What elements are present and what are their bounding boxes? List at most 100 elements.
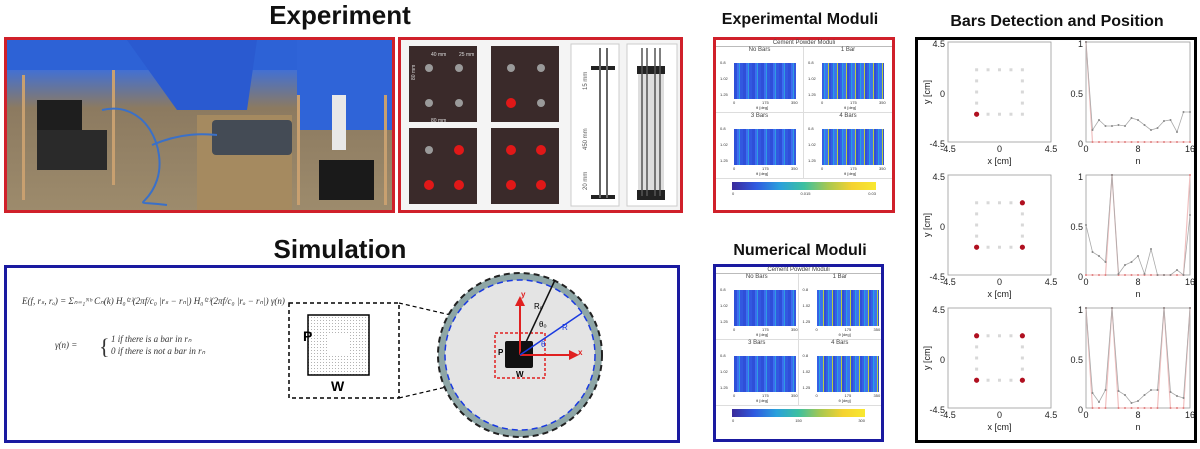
bar-hole (425, 146, 433, 154)
inset-w-label: W (331, 378, 345, 394)
moduli-header: Cement Powder Moduli (716, 40, 892, 47)
point-estimate (1163, 274, 1165, 276)
candidate-position (998, 378, 1001, 382)
dim-spacing: 40 mm (431, 52, 446, 58)
candidate-position (998, 334, 1001, 338)
point-estimate (1104, 125, 1107, 127)
point-estimate (1156, 389, 1159, 391)
point-estimate (1163, 307, 1165, 309)
numerical-moduli-title: Numerical Moduli (733, 242, 867, 259)
detected-bar (1019, 200, 1025, 206)
candidate-position (1020, 112, 1024, 116)
point-estimate (1104, 389, 1107, 391)
point-estimate (1124, 125, 1126, 127)
candidate-position (1020, 367, 1024, 371)
x-axis-label: x [cm] (988, 289, 1012, 299)
y-tick: 0.8 (720, 60, 726, 65)
y-tick: 1.02 (720, 303, 728, 308)
point-indicator (1176, 141, 1178, 143)
y-tick: 1 (1078, 305, 1083, 315)
point-indicator (1130, 407, 1133, 409)
x-tick: 0 (821, 100, 824, 105)
x-axis-label: θ [deg] (756, 398, 769, 403)
x-tick: 175 (850, 166, 857, 171)
inset-p-label: P (303, 328, 313, 344)
point-indicator (1176, 407, 1178, 409)
simulation-title: Simulation (273, 234, 407, 264)
x-axis-label: θ [deg] (844, 171, 857, 176)
dim-bottom: 20 mm (583, 172, 589, 190)
x-tick: 4.5 (1045, 410, 1058, 420)
x-tick: 175 (762, 100, 769, 105)
x-tick: 175 (844, 327, 852, 332)
candidate-position (998, 68, 1001, 72)
heatmap (734, 129, 796, 165)
point-indicator (1150, 407, 1152, 409)
point-indicator (1124, 141, 1126, 143)
y-tick: 1.02 (808, 142, 816, 147)
point-indicator (1137, 141, 1139, 143)
x-tick: -4.5 (940, 277, 956, 287)
inset-dashed-box (288, 302, 400, 399)
x-tick: 0 (733, 166, 736, 171)
point-indicator (1169, 407, 1172, 409)
cross-section (409, 46, 477, 122)
x-axis-label: θ [deg] (756, 105, 769, 110)
point-estimate (1156, 274, 1159, 276)
heatmap (822, 129, 884, 165)
y-tick: 1.02 (720, 369, 728, 374)
point-indicator (1169, 141, 1172, 143)
point-estimate (1137, 119, 1139, 121)
point-estimate (1091, 129, 1094, 131)
bar-present (454, 180, 464, 190)
candidate-position (986, 68, 990, 72)
brace: { (99, 334, 110, 359)
candidate-position (975, 79, 979, 83)
y-tick: 1.25 (802, 385, 811, 390)
bar-present (506, 98, 516, 108)
y-tick: 1.25 (720, 92, 728, 97)
colorbar (732, 182, 876, 190)
point-estimate (1163, 120, 1165, 122)
dim-height: 80 mm (411, 65, 417, 80)
x-axis-label: n (1135, 156, 1140, 166)
candidate-position (1020, 68, 1024, 72)
candidate-position (1009, 112, 1013, 116)
bar-hole (425, 64, 433, 72)
x-axis-label: n (1135, 289, 1140, 299)
detected-bar (974, 377, 980, 383)
y-tick: 0 (1078, 405, 1083, 415)
x-tick: 175 (762, 327, 769, 332)
x-tick: 8 (1135, 410, 1140, 420)
candidate-position (986, 112, 990, 116)
cross-section (491, 46, 559, 122)
x-axis-label: x (578, 348, 583, 357)
candidate-position (1020, 345, 1024, 349)
y-tick: 1 (1078, 40, 1083, 49)
point-indicator (1091, 141, 1094, 143)
y-tick: 1.25 (720, 158, 728, 163)
candidate-position (975, 234, 979, 238)
y-tick: 1 (1078, 172, 1083, 182)
y-tick: 0 (940, 355, 945, 365)
point-indicator (1182, 407, 1185, 409)
point-estimate (1137, 400, 1139, 402)
point-estimate (1137, 255, 1139, 257)
candidate-position (986, 245, 990, 249)
point-estimate (1130, 402, 1133, 404)
colorbar (732, 409, 865, 417)
point-estimate (1176, 269, 1178, 271)
x-tick: 0 (997, 277, 1002, 287)
heatmap (822, 63, 884, 99)
point-estimate (1143, 124, 1146, 126)
bar-hole (425, 99, 433, 107)
y-tick: 4.5 (932, 305, 945, 315)
point-estimate (1098, 119, 1100, 121)
candidate-position (986, 201, 990, 205)
